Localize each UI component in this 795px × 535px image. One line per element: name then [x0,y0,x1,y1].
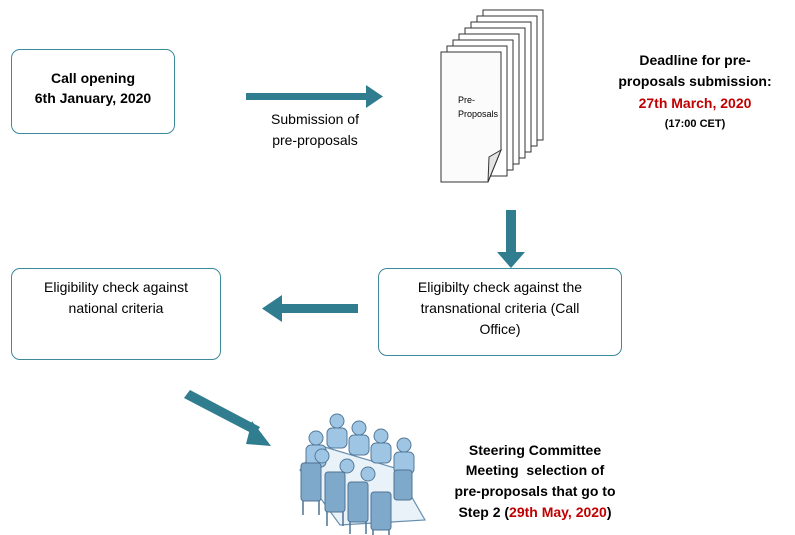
national-check-box: Eligibility check against national crite… [11,268,221,360]
submission-label-line2: pre-proposals [272,132,358,148]
deadline-line2: proposals submission: [618,73,772,89]
transnational-line1: Eligibilty check against the [417,279,583,295]
deadline-time: (17:00 CET) [664,118,726,130]
steering-line2: Meeting selection of [465,462,605,478]
steering-step-prefix: Step 2 ( [458,504,510,520]
transnational-line2: transnational criteria (Call [420,300,580,316]
call-opening-box: Call opening 6th January, 2020 [11,49,175,134]
steering-line1: Steering Committee [468,442,602,458]
stack-label-line1: Pre- [458,95,476,105]
document-stack-icon [440,9,544,183]
steering-line3: pre-proposals that go to [454,483,616,499]
national-line1: Eligibility check against [44,279,188,295]
arrow-left-to-national [262,295,358,322]
steering-line4: Step 2 (29th May, 2020) [420,504,650,520]
transnational-line3: Office) [479,321,521,337]
stack-label-line2: Proposals [458,109,499,119]
steering-step-suffix: ) [606,504,612,520]
deadline-date: 27th March, 2020 [638,95,752,111]
submission-label-line1: Submission of [271,111,359,127]
meeting-icon [299,413,427,535]
transnational-check-box: Eligibilty check against the transnation… [378,268,622,356]
steering-date: 29th May, 2020 [509,504,607,520]
call-opening-title: Call opening [51,70,135,86]
arrow-right-to-stack [246,85,383,108]
deadline-line1: Deadline for pre- [639,52,751,68]
national-line2: national criteria [68,300,164,316]
arrow-down-to-transnational [497,210,525,268]
arrow-diagonal-to-meeting [184,390,271,446]
call-opening-date: 6th January, 2020 [34,90,152,106]
